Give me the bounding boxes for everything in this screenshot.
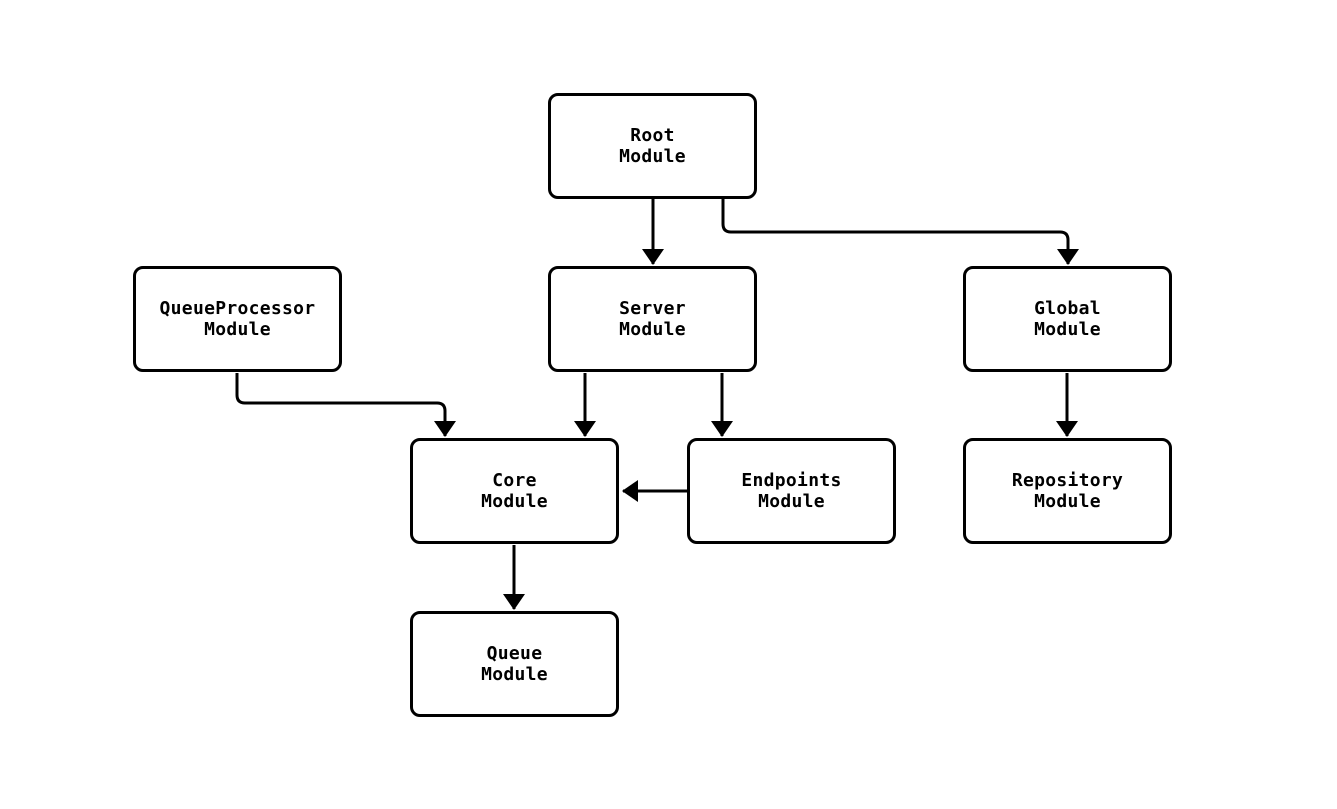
node-global-module: Global Module: [963, 266, 1172, 372]
node-queueprocessor-module: QueueProcessor Module: [133, 266, 342, 372]
node-core-module-label: Core Module: [481, 470, 548, 512]
node-root-module-label: Root Module: [619, 125, 686, 167]
node-core-module: Core Module: [410, 438, 619, 544]
node-endpoints-module-label: Endpoints Module: [741, 470, 842, 512]
node-queue-module: Queue Module: [410, 611, 619, 717]
edge-queueprocessor-to-core: [235, 373, 456, 437]
node-server-module: Server Module: [548, 266, 757, 372]
node-queue-module-label: Queue Module: [481, 643, 548, 685]
edge-root-to-global: [721, 198, 1079, 265]
node-endpoints-module: Endpoints Module: [687, 438, 896, 544]
node-server-module-label: Server Module: [619, 298, 686, 340]
node-queueprocessor-module-label: QueueProcessor Module: [159, 298, 316, 340]
node-repository-module-label: Repository Module: [1011, 470, 1124, 512]
node-global-module-label: Global Module: [1034, 298, 1101, 340]
node-repository-module: Repository Module: [963, 438, 1172, 544]
node-root-module: Root Module: [548, 93, 757, 199]
